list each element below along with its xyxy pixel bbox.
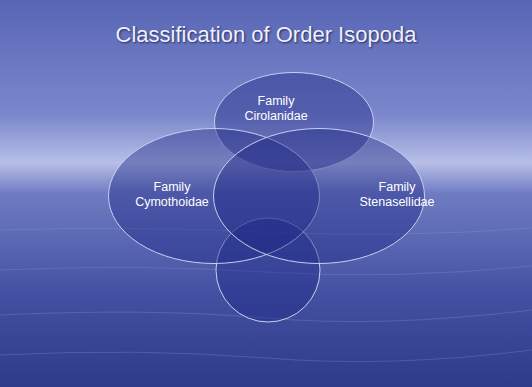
family-ellipse: Family Stenasellidae	[213, 128, 425, 264]
slide-title: Classification of Order Isopoda	[0, 22, 532, 48]
family-label: Family Stenasellidae	[347, 180, 447, 210]
family-label: Family Cymothoidae	[122, 180, 222, 210]
family-label: Family Cirolanidae	[231, 94, 321, 124]
